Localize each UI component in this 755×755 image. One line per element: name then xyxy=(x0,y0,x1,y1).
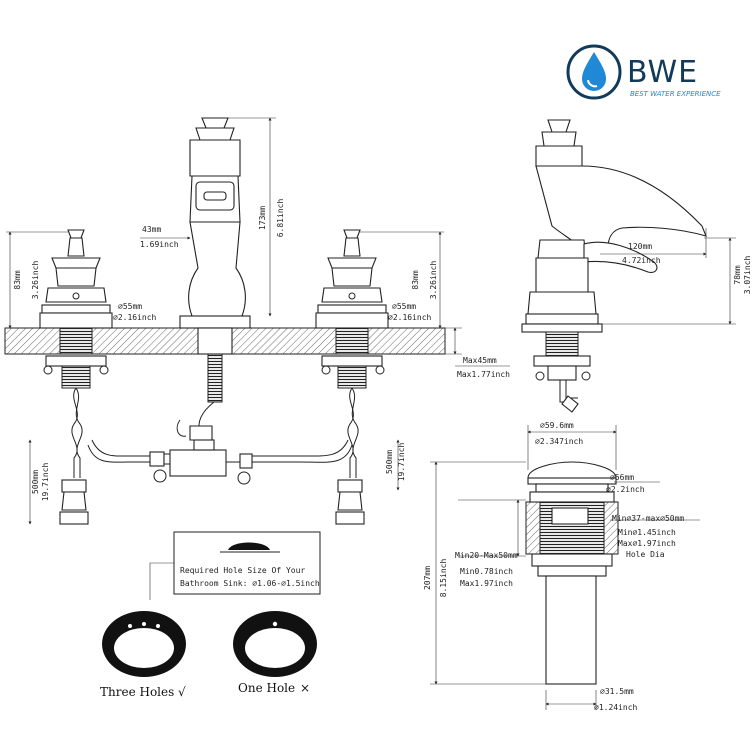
left-handle xyxy=(39,229,113,525)
left-hose xyxy=(87,439,175,483)
drain-total-in: 8.15inch xyxy=(439,559,448,598)
side-height-mm: 78mm xyxy=(733,265,742,284)
check-mark-icon: √ xyxy=(178,685,186,699)
side-reach-mm: 120mm xyxy=(628,242,652,251)
spout-height-mm: 173mm xyxy=(258,206,267,230)
side-height-in: 3.07inch xyxy=(743,256,752,295)
drain-flange-in: ⌀2.2inch xyxy=(606,485,645,494)
sink-one-hole: One Hole × xyxy=(233,611,317,695)
hole-size-note: Required Hole Size Of Your Bathroom Sink… xyxy=(149,531,321,600)
drain-hole-mm: Min⌀37-max⌀50mm xyxy=(612,514,684,523)
pop-up-drain xyxy=(525,461,619,685)
drain-hole-in1: Min⌀1.45inch xyxy=(618,528,676,537)
left-handle-height-in: 3.26inch xyxy=(31,261,40,300)
side-reach-in: 4.72inch xyxy=(622,256,661,265)
spout-height-in: 6.81inch xyxy=(276,199,285,238)
drain-cap-in: ⌀2.347inch xyxy=(535,437,583,446)
left-handle-dia-in: ⌀2.16inch xyxy=(113,313,157,322)
deck-max-in: Max1.77inch xyxy=(457,370,510,379)
right-handle-height-mm: 83mm xyxy=(411,270,420,289)
brand-tagline: BEST WATER EXPERIENCE xyxy=(630,90,721,98)
drain-total-mm: 207mm xyxy=(423,566,432,590)
right-handle-dia-mm: ⌀55mm xyxy=(392,302,416,311)
brand-name: BWE xyxy=(627,55,698,90)
right-handle xyxy=(315,229,389,525)
left-hose-len-in: 19.7inch xyxy=(41,463,50,502)
drain-deck-in2: Max1.97inch xyxy=(460,579,513,588)
left-hose-len-mm: 500mm xyxy=(31,470,40,494)
spout-width-mm: 43mm xyxy=(142,225,161,234)
drain-cap-mm: ⌀59.6mm xyxy=(540,421,574,430)
drain-tail-mm: ⌀31.5mm xyxy=(600,687,634,696)
right-hose-len-mm: 500mm xyxy=(385,450,394,474)
drain-hole-label: Hole Dia xyxy=(626,550,665,559)
water-drop-icon xyxy=(582,52,606,91)
sink-three-holes: Three Holes √ xyxy=(100,611,186,699)
brand-logo: BWE BEST WATER EXPERIENCE xyxy=(566,44,721,100)
spout-width-in: 1.69inch xyxy=(140,240,179,249)
left-handle-height-mm: 83mm xyxy=(13,270,22,289)
drain-flange-mm: ⌀56mm xyxy=(610,473,634,482)
cross-mark-icon: × xyxy=(300,681,310,695)
front-dimensions: 83mm 3.26inch ⌀55mm ⌀2.16inch 173mm 6.81… xyxy=(6,117,510,525)
right-handle-height-in: 3.26inch xyxy=(429,261,438,300)
hole-note-line2: Bathroom Sink: ⌀1.06-⌀1.5inch xyxy=(180,579,320,588)
logo-ring-icon xyxy=(566,44,622,100)
side-view-faucet xyxy=(521,119,707,413)
right-hose xyxy=(237,439,353,485)
drain-dimensions: ⌀59.6mm ⌀2.347inch ⌀56mm ⌀2.2inch Min⌀37… xyxy=(423,421,700,712)
sink-three-holes-caption: Three Holes xyxy=(100,685,174,699)
right-hose-len-in: 19.7inch xyxy=(397,443,406,482)
left-handle-dia-mm: ⌀55mm xyxy=(118,302,142,311)
drain-hole-in2: Max⌀1.97inch xyxy=(618,539,676,548)
sink-one-hole-caption: One Hole xyxy=(238,681,295,695)
drain-deck-mm: Min20-Max50mm xyxy=(455,551,518,560)
right-handle-dia-in: ⌀2.16inch xyxy=(388,313,432,322)
side-dimensions: 120mm 4.72inch 78mm 3.07inch xyxy=(600,228,752,325)
drain-deck-in1: Min0.78inch xyxy=(460,567,513,576)
center-spout xyxy=(169,117,251,477)
deck-max-mm: Max45mm xyxy=(463,356,497,365)
drain-tail-in: ⌀1.24inch xyxy=(594,703,638,712)
hole-note-line1: Required Hole Size Of Your xyxy=(180,566,305,575)
